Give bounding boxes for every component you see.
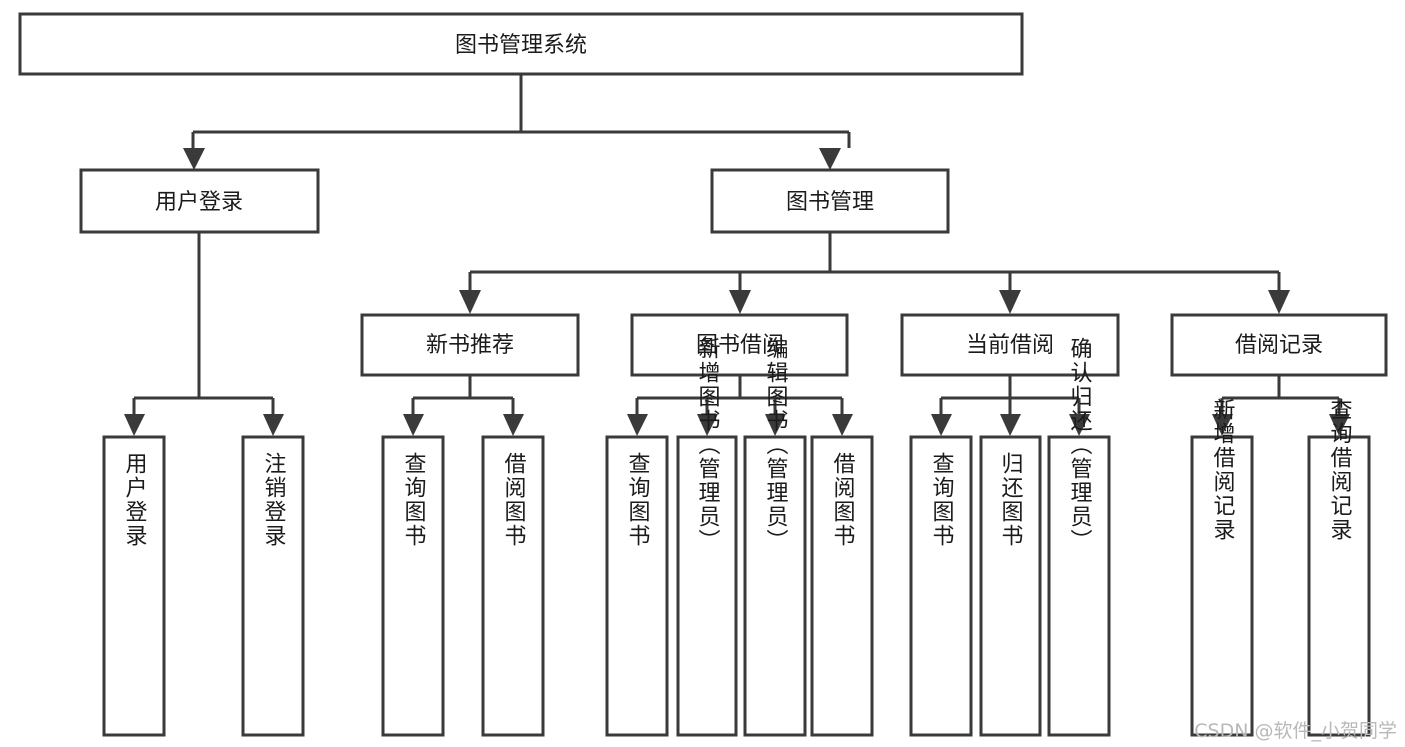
node-leaf-add-book-label: 新增图书（管理员） [695, 337, 721, 553]
node-root[interactable]: 图书管理系统 [18, 12, 1024, 76]
node-current-borrow-box[interactable] [900, 313, 1120, 377]
arrow-icon [183, 148, 205, 170]
arrow-icon [1329, 414, 1350, 436]
node-leaf-confirm-return-box[interactable] [1047, 435, 1111, 737]
arrow-icon [697, 414, 718, 436]
node-leaf-borrow-book-2[interactable]: 借阅图书 [810, 435, 874, 737]
node-leaf-query-book-1-box[interactable] [381, 435, 445, 737]
node-root-label: 图书管理系统 [455, 33, 587, 58]
arrow-icon [627, 414, 648, 436]
node-borrow-record[interactable]: 借阅记录 [1170, 313, 1388, 377]
node-book-borrow-label: 图书借阅 [696, 333, 784, 358]
node-leaf-query-record-label: 查询借阅记录 [1327, 398, 1353, 542]
node-leaf-query-book-3-label: 查询图书 [929, 452, 955, 548]
arrow-icon [263, 414, 284, 436]
node-leaf-query-record[interactable]: 查询借阅记录 [1307, 398, 1371, 737]
node-borrow-record-box[interactable] [1170, 313, 1388, 377]
node-leaf-logout-label: 注销登录 [261, 452, 287, 548]
node-leaf-user-login-label: 用户登录 [122, 452, 148, 548]
node-leaf-query-book-2[interactable]: 查询图书 [605, 435, 669, 737]
node-leaf-query-book-2-label: 查询图书 [625, 452, 651, 548]
node-user-login-label: 用户登录 [155, 190, 243, 215]
node-current-borrow[interactable]: 当前借阅 [900, 313, 1120, 377]
node-leaf-add-record-label: 新增借阅记录 [1210, 398, 1236, 542]
arrow-icon [1000, 414, 1021, 436]
arrow-icon [765, 414, 786, 436]
node-new-book-rec-label: 新书推荐 [426, 333, 514, 358]
node-book-manage-label: 图书管理 [786, 190, 874, 215]
node-leaf-query-book-3[interactable]: 查询图书 [909, 435, 973, 737]
node-leaf-query-book-3-box[interactable] [909, 435, 973, 737]
node-leaf-confirm-return-label: 确认归还（管理员） [1067, 337, 1093, 553]
node-leaf-return-book-box[interactable] [979, 435, 1042, 737]
arrow-icon [832, 414, 853, 436]
arrowhead-layer [124, 148, 1350, 436]
arrow-icon [999, 290, 1021, 314]
node-leaf-add-record[interactable]: 新增借阅记录 [1190, 398, 1254, 737]
node-new-book-rec-box[interactable] [360, 313, 580, 377]
node-leaf-add-book[interactable]: 新增图书（管理员） [676, 337, 738, 737]
node-book-manage-box[interactable] [710, 168, 950, 234]
node-leaf-user-login[interactable]: 用户登录 [102, 435, 166, 737]
node-leaf-add-book-box[interactable] [676, 435, 738, 737]
connector-user-login-bus [132, 232, 275, 414]
connector-new-book-rec-bus [411, 375, 515, 414]
node-leaf-edit-book-label: 编辑图书（管理员） [763, 337, 789, 553]
node-leaf-query-record-box[interactable] [1307, 435, 1371, 737]
arrow-icon [403, 414, 424, 436]
arrow-icon [503, 414, 524, 436]
connector-root-bus [191, 74, 851, 148]
arrow-icon [124, 414, 145, 436]
arrow-icon [729, 290, 751, 314]
arrow-icon [1268, 290, 1290, 314]
node-current-borrow-label: 当前借阅 [966, 333, 1054, 358]
connector-layer [132, 74, 1341, 414]
arrow-icon [819, 148, 841, 170]
node-leaf-borrow-book-1[interactable]: 借阅图书 [481, 435, 545, 737]
node-leaf-return-book-label: 归还图书 [998, 452, 1024, 548]
node-root-box[interactable] [18, 12, 1024, 76]
node-leaf-logout[interactable]: 注销登录 [241, 435, 305, 737]
node-book-borrow-box[interactable] [630, 313, 849, 377]
node-leaf-edit-book[interactable]: 编辑图书（管理员） [743, 337, 807, 737]
node-leaf-borrow-book-2-label: 借阅图书 [830, 452, 856, 548]
node-leaf-user-login-box[interactable] [102, 435, 166, 737]
node-user-login-box[interactable] [79, 168, 320, 234]
node-leaf-return-book[interactable]: 归还图书 [979, 435, 1042, 737]
connector-borrow-record-bus [1220, 375, 1341, 414]
node-leaf-add-record-box[interactable] [1190, 435, 1254, 737]
node-leaf-confirm-return[interactable]: 确认归还（管理员） [1047, 337, 1111, 737]
node-user-login[interactable]: 用户登录 [79, 168, 320, 234]
node-book-borrow[interactable]: 图书借阅 [630, 313, 849, 377]
node-borrow-record-label: 借阅记录 [1235, 333, 1323, 358]
connector-book-manage-bus [468, 232, 1281, 290]
arrow-icon [459, 290, 481, 314]
node-leaf-query-book-2-box[interactable] [605, 435, 669, 737]
node-new-book-rec[interactable]: 新书推荐 [360, 313, 580, 377]
node-leaf-edit-book-box[interactable] [743, 435, 807, 737]
arrow-icon [1069, 414, 1090, 436]
node-leaf-query-book-1[interactable]: 查询图书 [381, 435, 445, 737]
node-leaf-logout-box[interactable] [241, 435, 305, 737]
connector-current-borrow-bus [939, 375, 1081, 414]
connector-book-borrow-bus [635, 375, 844, 414]
node-book-manage[interactable]: 图书管理 [710, 168, 950, 234]
node-leaf-borrow-book-1-box[interactable] [481, 435, 545, 737]
node-leaf-borrow-book-1-label: 借阅图书 [501, 452, 527, 548]
arrow-icon [931, 414, 952, 436]
node-leaf-borrow-book-2-box[interactable] [810, 435, 874, 737]
node-leaf-query-book-1-label: 查询图书 [401, 452, 427, 548]
arrow-icon [1212, 414, 1233, 436]
